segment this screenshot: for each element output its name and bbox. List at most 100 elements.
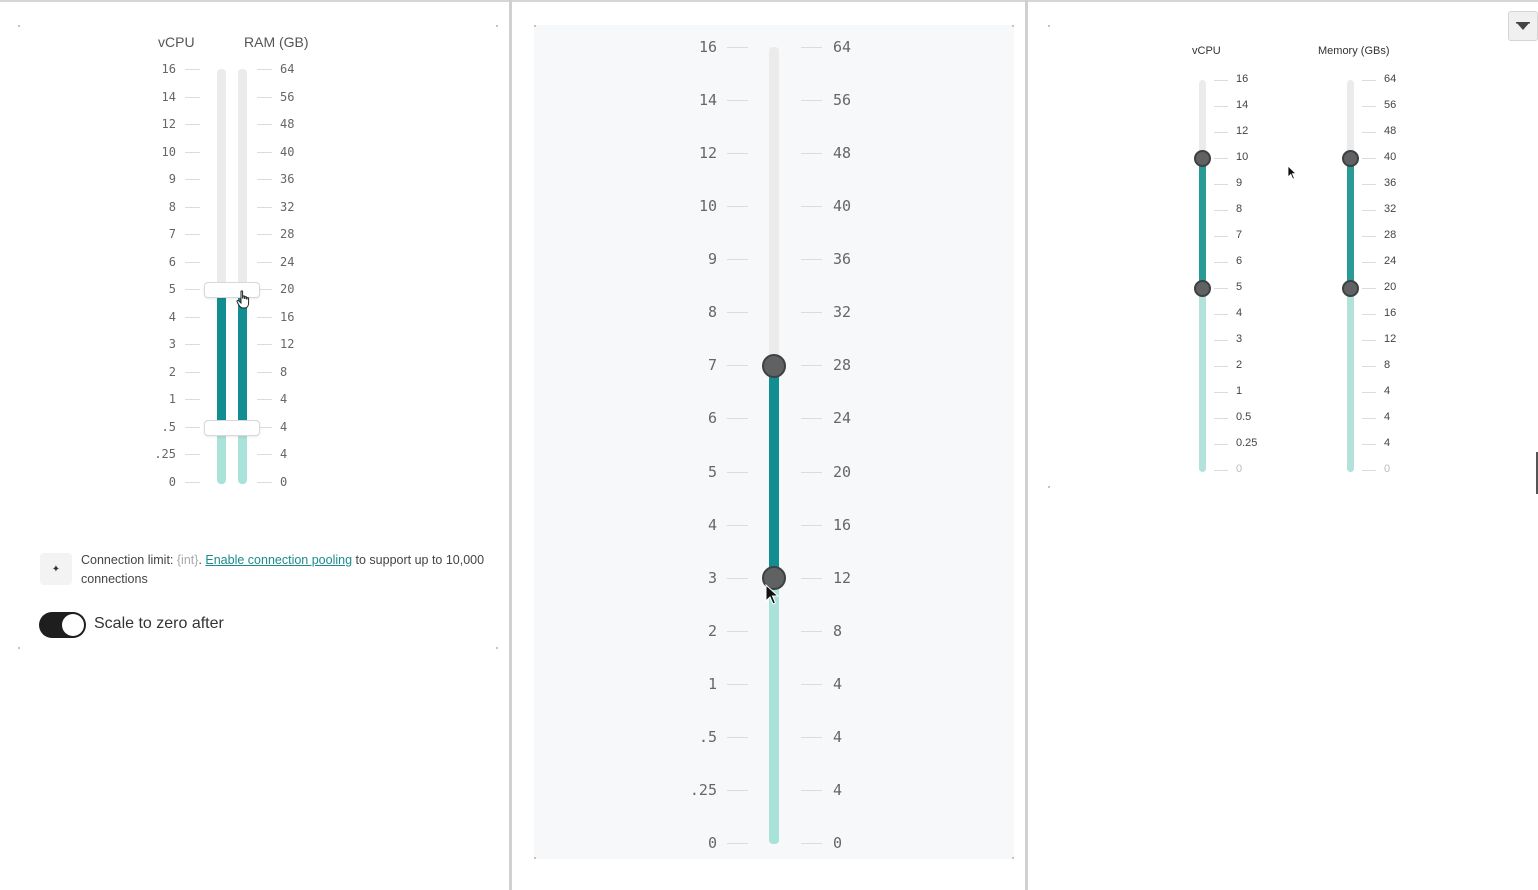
tick-line bbox=[727, 577, 748, 579]
tick-line bbox=[1362, 132, 1376, 133]
corner-marker bbox=[534, 25, 536, 27]
tick-line bbox=[1362, 158, 1376, 159]
tick-line bbox=[801, 789, 822, 791]
tick-line bbox=[185, 206, 200, 208]
memory-max-handle[interactable] bbox=[1342, 150, 1359, 167]
enable-connection-pooling-link[interactable]: Enable connection pooling bbox=[205, 553, 353, 567]
panel-divider-1 bbox=[509, 0, 512, 890]
tick-label-left: .5 bbox=[161, 419, 176, 434]
panel-divider-2 bbox=[1025, 0, 1028, 890]
tick-label-left: 0 bbox=[1236, 463, 1243, 475]
tick-label-right: 24 bbox=[280, 254, 295, 269]
ram-track-selected[interactable] bbox=[238, 291, 247, 428]
tick-label-right: 56 bbox=[280, 89, 295, 104]
min-range-handle[interactable] bbox=[762, 566, 786, 590]
vcpu-max-handle[interactable] bbox=[1194, 150, 1211, 167]
memory-min-handle[interactable] bbox=[1342, 280, 1359, 297]
tick-line bbox=[1214, 444, 1228, 445]
tick-line bbox=[801, 153, 822, 155]
memory-track-selected[interactable] bbox=[1347, 158, 1354, 289]
tick-label-left: 3 bbox=[168, 337, 176, 351]
tick-label-right: 28 bbox=[833, 356, 852, 375]
memory-track-below-min[interactable] bbox=[1347, 288, 1354, 472]
vcpu-min-handle[interactable] bbox=[1194, 280, 1211, 297]
tick-label-left: 32 bbox=[1384, 203, 1397, 215]
tick-line bbox=[1214, 184, 1228, 185]
tick-line bbox=[727, 630, 748, 632]
tick-line bbox=[1362, 366, 1376, 367]
tick-label-left: 2 bbox=[168, 364, 176, 379]
tick-label-left: 16 bbox=[161, 62, 176, 76]
tick-label-right: 32 bbox=[833, 303, 852, 322]
combined-track-inactive-top[interactable] bbox=[769, 47, 779, 367]
tick-label-left: 12 bbox=[1236, 125, 1249, 137]
tick-label-right: 8 bbox=[280, 364, 288, 379]
tick-line bbox=[257, 399, 272, 400]
tick-label-left: 7 bbox=[707, 356, 717, 375]
tick-line bbox=[1362, 106, 1376, 107]
tick-label-left: 28 bbox=[1384, 229, 1397, 241]
memory-track-inactive-top[interactable] bbox=[1347, 80, 1354, 160]
tick-line bbox=[257, 69, 272, 70]
corner-marker bbox=[18, 25, 20, 27]
tick-line bbox=[801, 524, 822, 526]
tick-line bbox=[801, 471, 822, 473]
tick-line bbox=[801, 312, 822, 314]
tick-line bbox=[801, 843, 822, 845]
vcpu-track-selected[interactable] bbox=[1199, 158, 1206, 289]
tick-label-right: 0 bbox=[833, 834, 843, 853]
tick-line bbox=[801, 47, 822, 48]
scale-to-zero-toggle[interactable] bbox=[39, 612, 86, 638]
tick-line bbox=[801, 683, 822, 685]
vcpu-track-selected[interactable] bbox=[217, 291, 226, 428]
vcpu-track-below-min[interactable] bbox=[217, 428, 226, 484]
vcpu-track-inactive-top[interactable] bbox=[1199, 80, 1206, 160]
tick-line bbox=[801, 418, 822, 420]
tick-line bbox=[257, 234, 272, 235]
tick-label-right: 20 bbox=[280, 282, 295, 296]
tick-line bbox=[1362, 262, 1376, 263]
tick-line bbox=[1214, 288, 1228, 289]
tick-label-left: 9 bbox=[707, 250, 717, 269]
tick-label-right: 16 bbox=[280, 309, 295, 324]
tick-line bbox=[1362, 444, 1376, 445]
tick-line bbox=[727, 312, 748, 314]
memory-header: Memory (GBs) bbox=[1318, 45, 1390, 57]
tick-label-right: 24 bbox=[833, 409, 852, 428]
scrollbar-edge[interactable] bbox=[1536, 452, 1538, 494]
tick-label-left: 14 bbox=[1236, 99, 1249, 111]
tick-line bbox=[185, 289, 200, 290]
max-range-handle[interactable] bbox=[762, 354, 786, 378]
tick-line bbox=[1362, 314, 1376, 315]
tick-line bbox=[727, 789, 748, 791]
tick-label-left: 0.25 bbox=[1236, 437, 1258, 449]
dropdown-button[interactable] bbox=[1508, 11, 1538, 41]
tick-line bbox=[1362, 392, 1376, 393]
ram-track-inactive-top[interactable] bbox=[238, 69, 247, 291]
tick-label-left: 64 bbox=[1384, 73, 1397, 85]
tick-label-left: 24 bbox=[1384, 255, 1397, 267]
ram-track-below-min[interactable] bbox=[238, 428, 247, 484]
tick-label-right: 28 bbox=[280, 227, 295, 241]
tick-label-right: 64 bbox=[833, 38, 852, 56]
tick-label-right: 36 bbox=[833, 250, 852, 269]
tick-label-left: 5 bbox=[1236, 281, 1243, 293]
tick-label-left: .25 bbox=[689, 780, 717, 799]
tick-line bbox=[185, 481, 200, 483]
max-range-handle[interactable] bbox=[204, 282, 260, 298]
tick-label-left: 8 bbox=[168, 199, 176, 214]
min-range-handle[interactable] bbox=[204, 420, 260, 436]
tick-line bbox=[1362, 288, 1376, 289]
vcpu-track-below-min[interactable] bbox=[1199, 288, 1206, 472]
tick-line bbox=[727, 259, 748, 261]
toggle-knob bbox=[62, 614, 84, 636]
combined-track-below-min[interactable] bbox=[769, 578, 779, 844]
tick-line bbox=[1214, 80, 1228, 81]
combined-track-selected[interactable] bbox=[769, 366, 779, 578]
vcpu-track-inactive-top[interactable] bbox=[217, 69, 226, 291]
tick-label-left: 12 bbox=[161, 117, 176, 131]
tick-label-right: 20 bbox=[833, 462, 852, 481]
tick-line bbox=[1214, 366, 1228, 367]
tick-line bbox=[801, 630, 822, 632]
tick-label-left: 40 bbox=[1384, 151, 1397, 163]
